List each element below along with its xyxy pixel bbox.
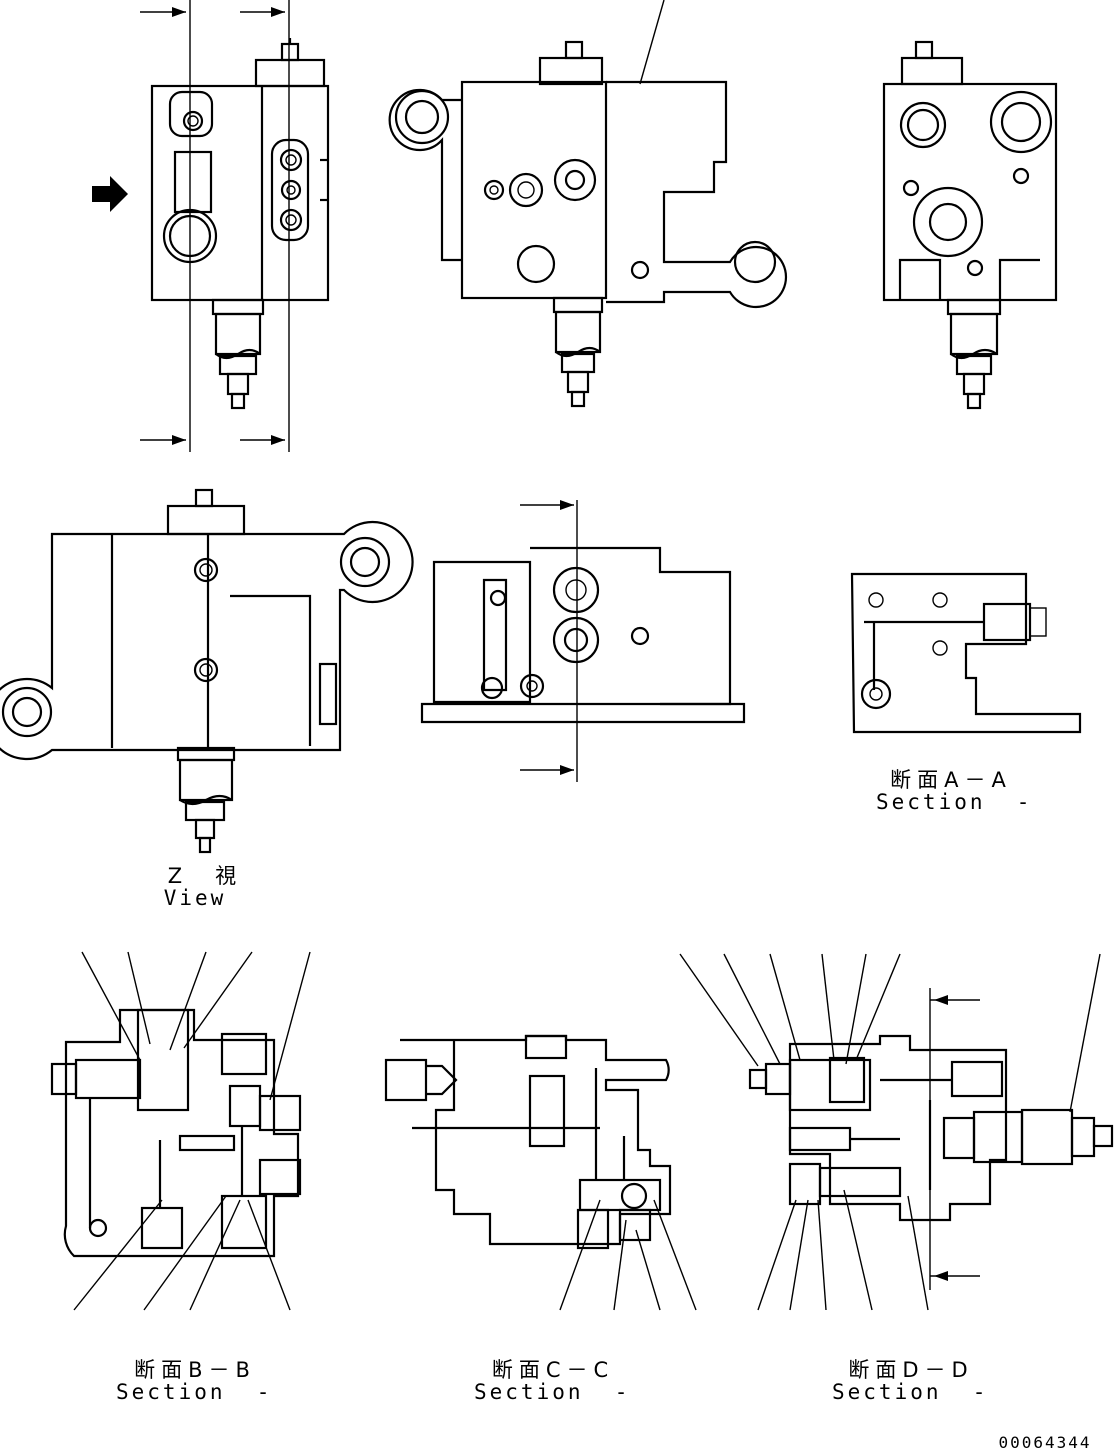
section-dd-drawing [679,953,1114,1311]
section-cc-drawing [384,1034,697,1311]
section-aa-label-ja: 断面A－A [890,768,1012,792]
z-view-label-ja: Z 視 [167,864,243,888]
z-view-label-en: View [163,886,227,910]
view-front-middle [388,0,787,408]
section-dd-label-ja: 断面D－D [848,1358,974,1382]
section-cc-label-ja: 断面C－C [491,1358,615,1382]
drawing-number: 00064344 [998,1433,1092,1452]
section-bb-label-ja: 断面B－B [134,1358,256,1382]
view-front-left [92,0,330,452]
view-middle-center [420,500,746,782]
section-dd-label-en: Section - [832,1380,989,1404]
section-cc-label-en: Section - [474,1380,631,1404]
view-z [0,488,414,854]
view-side-right [882,40,1058,410]
section-bb-drawing [50,951,311,1311]
section-aa-label-en: Section - [876,790,1033,814]
section-aa-drawing [850,572,1082,734]
section-bb-label-en: Section - [116,1380,273,1404]
filled-right-arrow-icon [92,176,128,212]
